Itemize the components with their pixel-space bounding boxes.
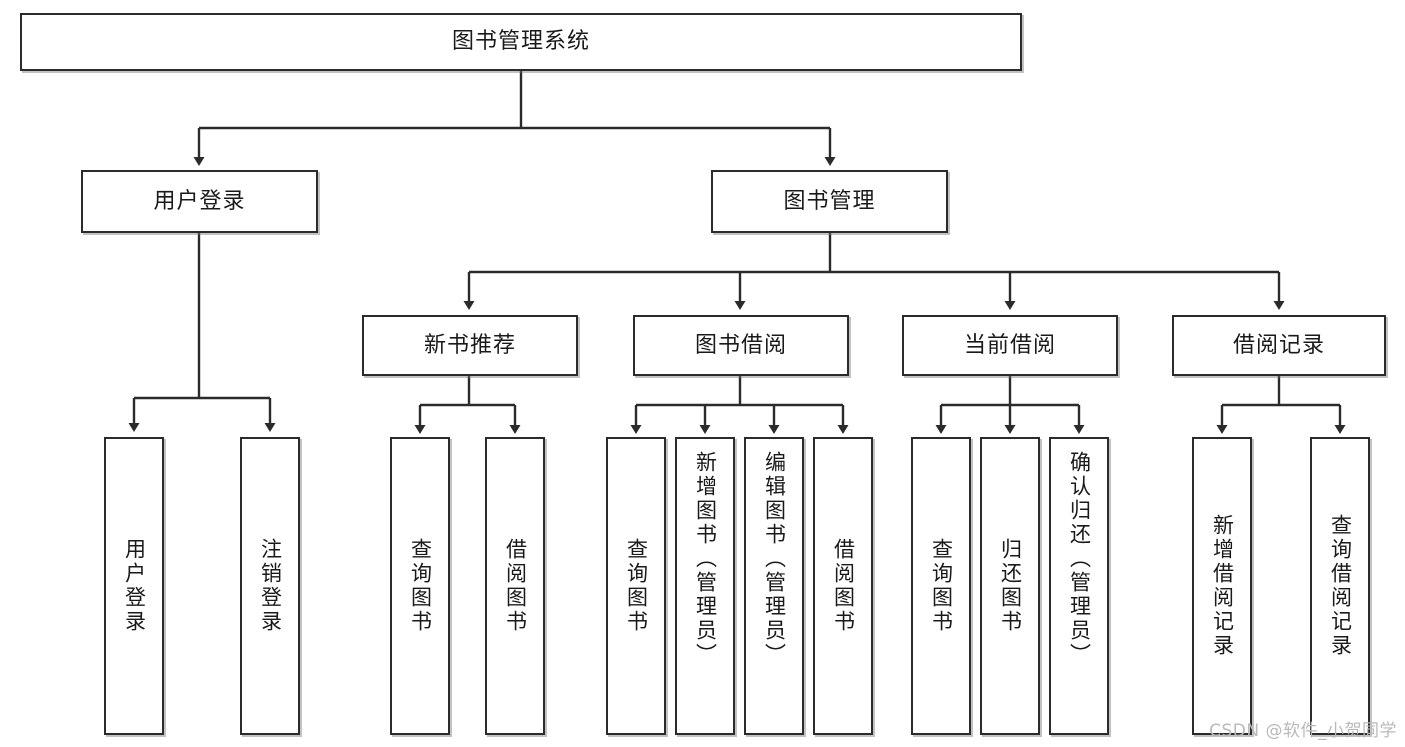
node-label: 新书推荐 xyxy=(423,332,516,358)
leaf-borrow-edit-book-admin[interactable]: 编辑图书（管理员） xyxy=(744,437,804,735)
node-label: 新增借阅记录 xyxy=(1210,514,1235,658)
node-label: 编辑图书（管理员） xyxy=(762,451,787,667)
node-label: 用户登录 xyxy=(122,538,147,634)
node-label: 借阅图书 xyxy=(831,538,856,634)
node-label: 归还图书 xyxy=(998,538,1023,634)
leaf-record-add-record[interactable]: 新增借阅记录 xyxy=(1192,437,1252,735)
leaf-current-return-book[interactable]: 归还图书 xyxy=(980,437,1040,735)
node-label: 新增图书（管理员） xyxy=(693,451,718,667)
node-label: 查询借阅记录 xyxy=(1328,514,1353,658)
node-label: 借阅图书 xyxy=(503,538,528,634)
node-label: 用户登录 xyxy=(153,188,246,214)
node-label: 查询图书 xyxy=(408,538,433,634)
leaf-new-book-search[interactable]: 查询图书 xyxy=(390,437,450,735)
node-book-borrowing[interactable]: 图书借阅 xyxy=(633,315,849,376)
leaf-record-search-record[interactable]: 查询借阅记录 xyxy=(1310,437,1370,735)
leaf-user-login-logout[interactable]: 注销登录 xyxy=(240,437,300,735)
leaf-current-confirm-return-admin[interactable]: 确认归还（管理员） xyxy=(1049,437,1109,735)
node-current-borrowing[interactable]: 当前借阅 xyxy=(902,315,1118,376)
node-label: 图书借阅 xyxy=(694,332,787,358)
leaf-user-login-login[interactable]: 用户登录 xyxy=(104,437,164,735)
watermark: CSDN @软件_小贺同学 xyxy=(1209,721,1397,741)
leaf-borrow-add-book-admin[interactable]: 新增图书（管理员） xyxy=(675,437,735,735)
node-root-book-management-system[interactable]: 图书管理系统 xyxy=(20,13,1022,71)
leaf-current-search-book[interactable]: 查询图书 xyxy=(911,437,971,735)
node-label: 借阅记录 xyxy=(1232,332,1325,358)
leaf-borrow-borrow-book[interactable]: 借阅图书 xyxy=(813,437,873,735)
node-label: 图书管理系统 xyxy=(451,29,590,55)
node-label: 查询图书 xyxy=(624,538,649,634)
node-borrowing-records[interactable]: 借阅记录 xyxy=(1172,315,1386,376)
node-label: 注销登录 xyxy=(258,538,283,634)
node-book-management[interactable]: 图书管理 xyxy=(711,170,948,233)
leaf-borrow-search-book[interactable]: 查询图书 xyxy=(606,437,666,735)
node-user-login[interactable]: 用户登录 xyxy=(81,170,318,233)
node-new-book-recommendation[interactable]: 新书推荐 xyxy=(362,315,578,376)
node-label: 查询图书 xyxy=(929,538,954,634)
node-label: 当前借阅 xyxy=(963,332,1056,358)
node-label: 图书管理 xyxy=(783,188,876,214)
leaf-new-book-borrow[interactable]: 借阅图书 xyxy=(485,437,545,735)
node-label: 确认归还（管理员） xyxy=(1067,451,1092,667)
